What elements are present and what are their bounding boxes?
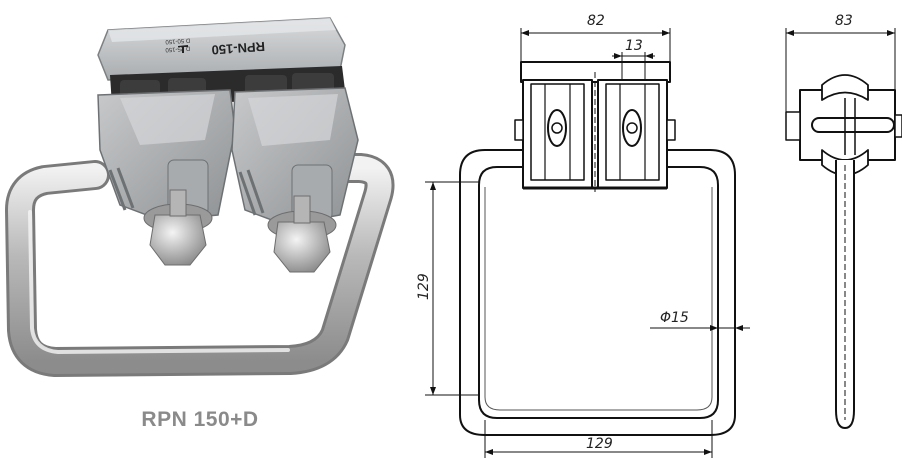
dimension-rod-diameter: Φ15 bbox=[660, 310, 689, 326]
clamp-small-text-1: D 50-150 bbox=[165, 37, 191, 45]
dimension-top-width: 82 bbox=[587, 13, 605, 29]
bolt-left bbox=[143, 189, 213, 266]
front-view-clamp bbox=[514, 61, 676, 192]
clamp-small-text-2: D 25-150 bbox=[165, 45, 191, 53]
product-caption: RPN 150+D bbox=[141, 408, 259, 431]
side-view bbox=[785, 74, 902, 429]
product-photo: RPN-150 D 50-150 D 25-150 bbox=[5, 17, 395, 377]
steel-rod-loop bbox=[5, 153, 395, 377]
dimension-bottom-width: 129 bbox=[586, 436, 613, 452]
bolt-right bbox=[267, 195, 337, 273]
dimension-slot-width: 13 bbox=[625, 38, 643, 54]
dimension-height: 129 bbox=[416, 273, 432, 300]
dimension-arrows bbox=[430, 30, 895, 455]
front-view-loop bbox=[459, 149, 736, 436]
brand-logo-icon bbox=[178, 45, 188, 53]
clamp-body-left bbox=[97, 89, 236, 221]
dimension-side-width: 83 bbox=[835, 13, 853, 29]
technical-drawing: 82 13 83 129 129 Φ15 bbox=[416, 13, 902, 458]
dimension-lines bbox=[425, 28, 896, 458]
clamp-label: RPN-150 bbox=[211, 39, 265, 58]
